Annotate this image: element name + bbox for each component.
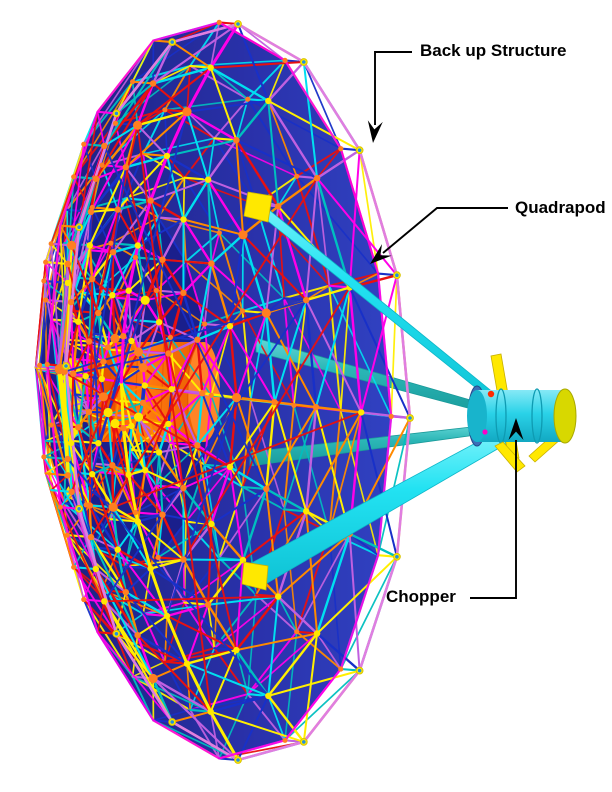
callout-leader-chopper	[470, 418, 524, 599]
callout-leaders	[367, 51, 524, 599]
callout-leader-quadrapod	[370, 207, 508, 264]
quadrapod-near-legs	[241, 191, 507, 591]
callout-label-quadrapod: Quadrapod	[515, 198, 606, 217]
callout-label-back-up-structure: Back up Structure	[420, 41, 567, 60]
callout-label-chopper: Chopper	[386, 587, 456, 606]
truss-nodes	[37, 19, 414, 764]
callout-leader-back-up-structure	[367, 51, 412, 143]
